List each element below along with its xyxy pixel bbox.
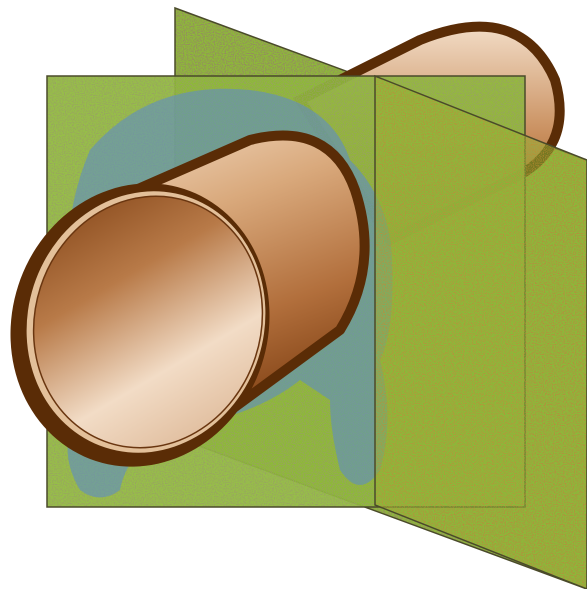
right-soil-plane — [375, 76, 587, 589]
